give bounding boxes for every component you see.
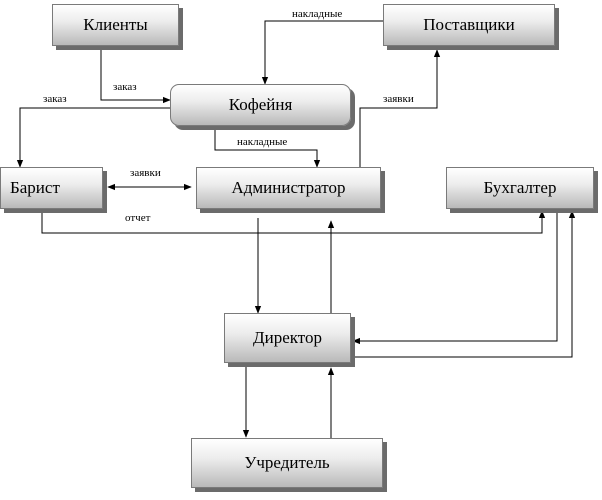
label-invoices-from-suppliers: накладные	[292, 8, 343, 20]
node-accountant: Бухгалтер	[446, 167, 594, 209]
edge-accountant-to-director	[352, 211, 558, 345]
label-requests-barista-admin: заявки	[130, 167, 161, 179]
node-coffeehouse-label: Кофейня	[228, 95, 293, 114]
label-order-from-clients: заказ	[113, 81, 137, 93]
node-administrator: Администратор	[196, 167, 381, 209]
node-barista: Барист	[0, 167, 103, 209]
node-founder: Учредитель	[191, 438, 383, 488]
label-report-to-accountant: отчет	[125, 212, 151, 224]
node-suppliers: Поставщики	[383, 4, 555, 46]
edge-admin-to-suppliers	[359, 49, 441, 168]
label-requests-to-suppliers: заявки	[383, 93, 414, 105]
label-order-to-barista: заказ	[43, 93, 67, 105]
node-clients-label: Клиенты	[83, 15, 148, 34]
node-suppliers-label: Поставщики	[423, 15, 515, 34]
node-founder-label: Учредитель	[244, 453, 330, 472]
edge-coffeehouse-to-admin	[214, 127, 321, 168]
edge-suppliers-to-coffeehouse	[261, 20, 383, 85]
edge-clients-to-coffeehouse	[100, 50, 171, 104]
node-director: Директор	[224, 313, 351, 363]
node-coffeehouse: Кофейня	[170, 84, 351, 126]
node-administrator-label: Администратор	[231, 178, 346, 197]
edge-barista-to-accountant	[41, 210, 546, 234]
edge-coffeehouse-to-barista	[16, 107, 170, 168]
node-clients: Клиенты	[52, 4, 179, 46]
node-accountant-label: Бухгалтер	[483, 178, 557, 197]
node-director-label: Директор	[253, 328, 322, 347]
label-invoices-to-admin: накладные	[237, 136, 288, 148]
node-barista-label: Барист	[10, 178, 60, 197]
